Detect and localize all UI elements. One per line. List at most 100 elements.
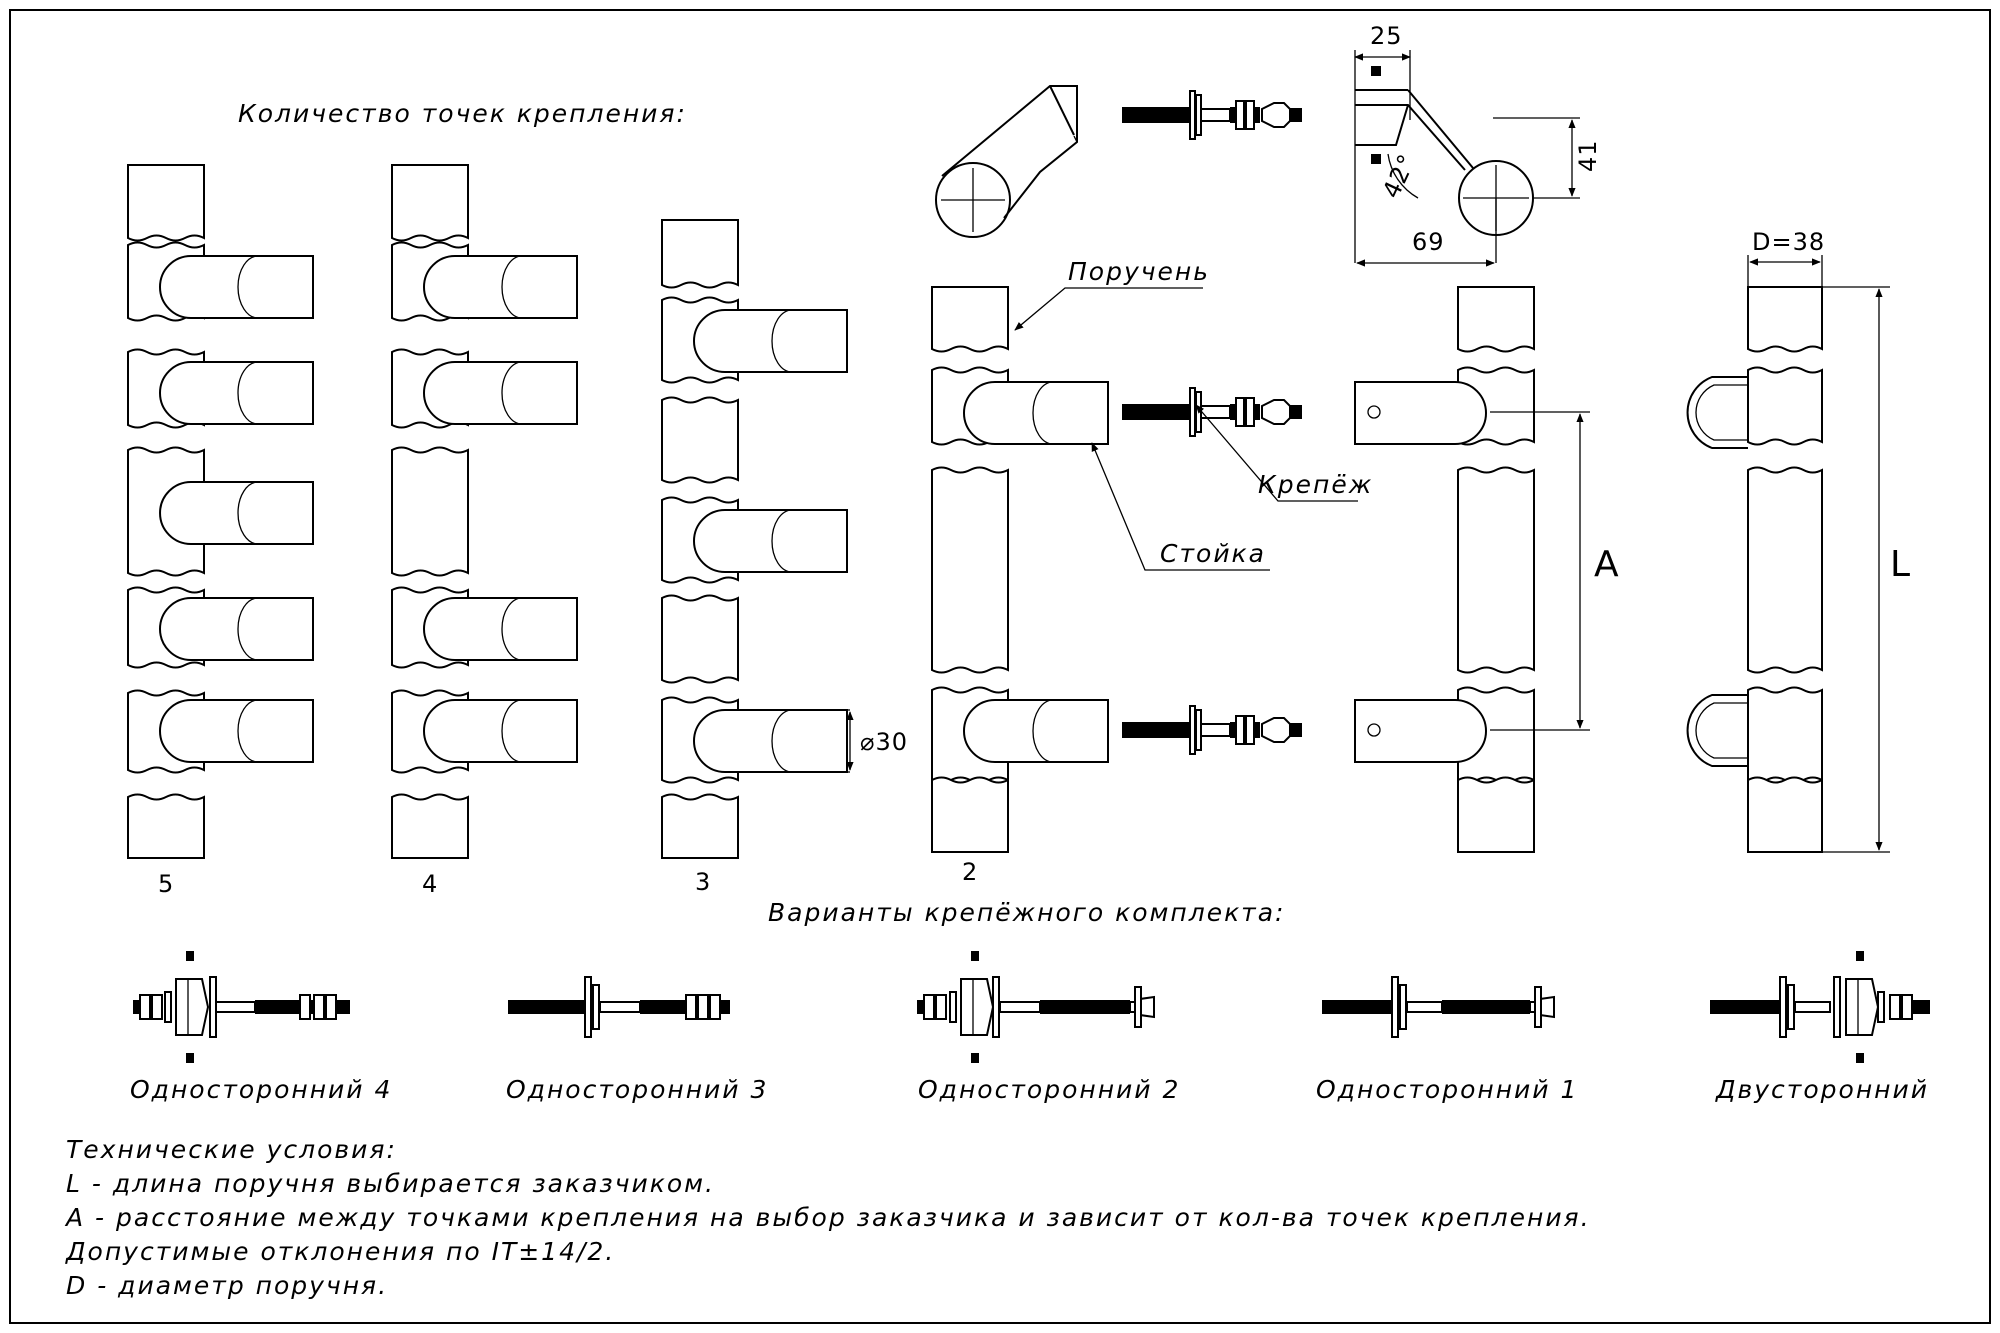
handrail-segment <box>931 286 1009 353</box>
threaded-rod <box>1040 1000 1130 1014</box>
washer <box>164 991 172 1023</box>
fastener-top <box>1122 90 1302 140</box>
handrail-segment <box>1457 286 1535 353</box>
post-stub <box>423 255 578 319</box>
rod-shank <box>1199 723 1231 737</box>
kit-variant-label: Односторонний 4 <box>130 1075 392 1104</box>
clamp-marker <box>1856 1053 1864 1063</box>
post-stub <box>963 381 1109 445</box>
bolt-flange <box>1134 986 1142 1028</box>
nut <box>299 994 311 1020</box>
handrail-segment <box>1747 776 1823 853</box>
handrail-segment <box>1747 686 1823 784</box>
drawing-frame <box>9 9 1991 1324</box>
post-diameter-label: ⌀30 <box>860 728 908 756</box>
bracket-loop <box>1686 694 1748 767</box>
handrail-segment <box>1747 286 1823 353</box>
post-edge <box>237 361 259 425</box>
handrail-segment <box>931 776 1009 853</box>
callout-handrail: Поручень <box>1068 257 1210 286</box>
nut <box>923 994 935 1020</box>
mount-points-heading: Количество точек крепления: <box>238 99 687 128</box>
handrail-side-view <box>1686 286 1823 853</box>
post-stub <box>693 709 848 773</box>
post-stub <box>159 255 314 319</box>
post-edge <box>237 481 259 545</box>
washer <box>584 976 592 1038</box>
screw-hole <box>1367 405 1381 419</box>
fastener-upper <box>1122 387 1302 437</box>
kit-variant-label: Односторонний 3 <box>506 1075 768 1104</box>
kit-variant-label: Односторонний 1 <box>1316 1075 1578 1104</box>
handrail-column <box>127 164 314 859</box>
threaded-rod <box>1290 108 1302 122</box>
rod-shank <box>999 1001 1041 1013</box>
callout-post: Стойка <box>1160 539 1266 568</box>
note-line: L - длина поручня выбирается заказчиком. <box>66 1169 715 1198</box>
nut <box>685 994 697 1020</box>
threaded-rod <box>1322 1000 1392 1014</box>
post-edge <box>237 597 259 661</box>
bracket-loop-inner <box>1695 384 1748 441</box>
kit-variants-heading: Варианты крепёжного комплекта: <box>768 898 1285 927</box>
post-stub <box>159 597 314 661</box>
post-stub <box>693 509 848 573</box>
handrail-segment <box>931 466 1009 674</box>
nut <box>697 994 709 1020</box>
spacing-label: A <box>1594 544 1619 585</box>
nut <box>325 994 337 1020</box>
washer <box>592 984 600 1030</box>
threaded-rod <box>1122 107 1200 123</box>
kit-variants <box>133 951 1930 1063</box>
washer <box>949 991 957 1023</box>
washer <box>1189 387 1196 437</box>
washer <box>1195 709 1202 751</box>
washer <box>1787 984 1795 1030</box>
note-line: A - расстояние между точками крепления н… <box>64 1203 1591 1232</box>
bolt-head <box>1539 995 1555 1019</box>
washer <box>1195 391 1202 433</box>
mount-count-4: 4 <box>422 870 438 898</box>
angled-post-detail <box>935 85 1078 238</box>
dimension-41: 41 <box>1574 139 1602 172</box>
handrail-column <box>391 164 578 859</box>
threaded-rod <box>1710 1000 1780 1014</box>
handrail-segment <box>661 793 739 859</box>
washer <box>1189 90 1196 140</box>
nut <box>151 994 163 1020</box>
threaded-rod <box>1122 722 1200 738</box>
rod-shank <box>1794 1001 1831 1013</box>
handrail-segment <box>1457 466 1535 674</box>
clamp-body <box>1845 978 1880 1036</box>
post-edge <box>1032 381 1054 445</box>
rod-shank <box>1406 1001 1443 1013</box>
kit-single-2 <box>917 951 1155 1063</box>
handrail-segment <box>661 396 739 484</box>
handrail-diameter-label: D=38 <box>1752 228 1825 256</box>
threaded-rod <box>1912 1000 1930 1014</box>
post-edge <box>771 709 793 773</box>
handrail-segment <box>391 446 469 577</box>
threaded-rod <box>1122 404 1200 420</box>
post-edge <box>237 699 259 763</box>
rod-shank <box>1199 405 1231 419</box>
post-stub <box>423 699 578 763</box>
post-stub <box>159 699 314 763</box>
fastener-lower <box>1122 705 1302 755</box>
post-edge <box>1032 699 1054 763</box>
nut <box>1245 397 1255 427</box>
clamp-marker <box>971 1053 979 1063</box>
nut <box>1889 994 1901 1020</box>
post-edge <box>501 361 523 425</box>
nut <box>1901 994 1913 1020</box>
post-stub <box>963 699 1109 763</box>
bracket-loop-inner <box>1695 702 1748 759</box>
clamp-body <box>960 978 995 1036</box>
threaded-rod <box>508 1000 585 1014</box>
post-stub <box>423 597 578 661</box>
nut <box>313 994 325 1020</box>
washer <box>1391 976 1399 1038</box>
two-point-assembly-left <box>931 286 1109 853</box>
handrail-segment <box>391 793 469 859</box>
angled-post-dimensioned <box>1354 50 1580 267</box>
